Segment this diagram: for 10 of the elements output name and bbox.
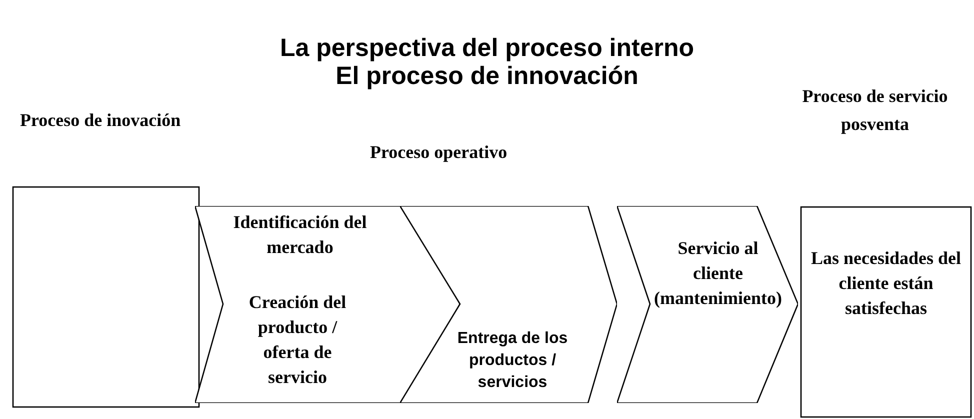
step-label: Creación del producto / oferta de servicio — [248, 291, 348, 389]
step-label: Identificación del mercado — [232, 211, 368, 259]
step-label: Servicio al cliente (mantenimiento) — [653, 237, 783, 310]
step-label: Entrega de los productos / servicios — [456, 329, 569, 393]
diagram-subtitle: El proceso de innovación — [334, 62, 640, 90]
phase-heading: Proceso de servicio posventa — [801, 85, 949, 136]
step-label: Las necesidades del cliente están satisfechas — [810, 247, 962, 320]
phase-heading: Proceso operativo — [370, 141, 508, 164]
phase-heading: Proceso de inovación — [20, 109, 182, 132]
diagram-title: La perspectiva del proceso interno — [278, 34, 695, 62]
